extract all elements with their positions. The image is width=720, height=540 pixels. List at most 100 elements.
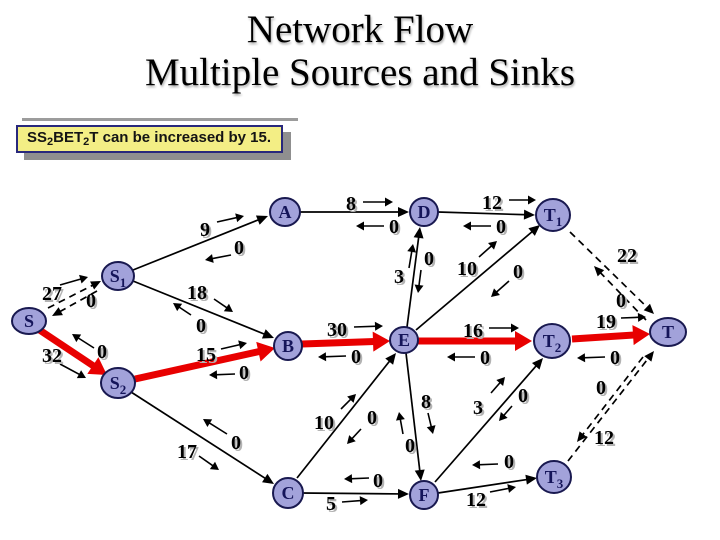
edge-E-D-direction-arrow bbox=[414, 269, 424, 293]
edge-C-F-value: 0 bbox=[373, 470, 383, 492]
node-C-circle bbox=[272, 477, 304, 509]
title-line-1: Network Flow bbox=[246, 8, 474, 51]
edge-T2-T: 19 0 bbox=[571, 311, 650, 369]
edge-F-T3: 012 bbox=[437, 451, 537, 511]
edge-S1-B-value: 0 bbox=[196, 315, 206, 337]
edge-C-F-direction-arrow bbox=[344, 474, 370, 484]
edge-S2-B-value: 0 bbox=[239, 362, 249, 384]
edge-T3-T-value: 12 bbox=[594, 427, 614, 449]
node-B-label: B bbox=[282, 336, 294, 356]
edge-S-S1: 27 0 bbox=[42, 274, 101, 316]
edge-S1-B-direction-arrow bbox=[213, 298, 233, 312]
callout-box: SS2BET2T can be increased by 15. bbox=[16, 125, 284, 153]
edge-S-S1-value: 0 bbox=[86, 290, 96, 312]
edge-C-F: 05 bbox=[300, 470, 409, 515]
node-D-circle bbox=[409, 197, 439, 227]
edge-S2-C-direction-arrow bbox=[198, 455, 219, 470]
node-T3-circle bbox=[536, 460, 572, 494]
edge-S1-A-value: 9 bbox=[200, 219, 210, 241]
edge-T3-T-value: 0 bbox=[596, 377, 606, 399]
edge-T2-T-direction-arrow bbox=[577, 353, 606, 363]
edge-F-T2-direction-arrow bbox=[490, 377, 505, 394]
edge-E-T2-direction-arrow bbox=[489, 323, 519, 333]
edge-C-E-value: 10 bbox=[314, 412, 334, 434]
edge-S2-B-value: 15 bbox=[196, 344, 216, 366]
edge-T2-T-value: 19 bbox=[596, 311, 616, 333]
edge-T1-T-value: 22 bbox=[617, 245, 637, 267]
edge-A-D: 80 bbox=[300, 193, 409, 238]
node-T3: T3 bbox=[536, 460, 572, 494]
edge-E-T1-direction-arrow bbox=[478, 241, 497, 258]
edge-S2-C: 17 0 bbox=[130, 391, 274, 484]
edge-F-T3-value: 12 bbox=[466, 489, 486, 511]
node-S-label: S bbox=[24, 311, 34, 331]
edge-E-T2-direction-arrow bbox=[447, 352, 475, 362]
edge-C-E-direction-arrow bbox=[347, 428, 362, 444]
edge-S2-B-direction-arrow bbox=[220, 340, 247, 350]
edge-A-D-direction-arrow bbox=[356, 221, 384, 231]
edge-S2-B-direction-arrow bbox=[209, 370, 236, 380]
edge-D-T1-direction-arrow bbox=[463, 221, 491, 231]
edge-F-T2: 30 bbox=[434, 358, 543, 483]
edge-S1-A-direction-arrow bbox=[205, 254, 232, 263]
node-T2-circle bbox=[533, 323, 571, 359]
edge-S2-C-value: 0 bbox=[231, 432, 241, 454]
slide-title: Network Flow Multiple Sources and Sinks bbox=[0, 8, 720, 94]
node-T3-label: T3 bbox=[545, 467, 564, 491]
node-D-label: D bbox=[418, 202, 431, 222]
edge-S-S2-direction-arrow bbox=[59, 363, 86, 379]
node-T1-circle bbox=[535, 198, 571, 232]
node-T-circle bbox=[649, 317, 687, 347]
node-S-circle bbox=[11, 307, 47, 335]
edge-T2-T-direction-arrow bbox=[620, 312, 646, 322]
node-S2-label: S2 bbox=[110, 373, 127, 397]
edge-T1-T: 220 bbox=[569, 231, 654, 321]
node-E-label: E bbox=[398, 330, 410, 350]
edge-B-E: 300 bbox=[301, 319, 390, 368]
edge-S1-B-direction-arrow bbox=[173, 303, 192, 316]
edge-S1-A-value: 0 bbox=[234, 237, 244, 259]
node-S1-circle bbox=[101, 261, 135, 291]
node-A-label: A bbox=[279, 202, 292, 222]
edge-E-T2-value: 0 bbox=[480, 347, 490, 369]
edge-E-T2: 160 bbox=[418, 320, 532, 369]
node-S: S bbox=[11, 307, 47, 335]
edge-E-D: 30 bbox=[394, 227, 434, 328]
edge-E-F-direction-arrow bbox=[426, 412, 436, 434]
node-T-label: T bbox=[662, 322, 674, 342]
edge-D-T1-value: 12 bbox=[482, 192, 502, 214]
edge-F-T3-direction-arrow bbox=[489, 484, 516, 493]
edge-D-T1-direction-arrow bbox=[509, 195, 536, 205]
edge-S-S1-value: 27 bbox=[42, 283, 62, 305]
edge-B-E-direction-arrow bbox=[353, 321, 383, 331]
edge-S2-C-value: 17 bbox=[177, 441, 197, 463]
edge-E-F-value: 0 bbox=[405, 435, 415, 457]
edge-D-T1-value: 0 bbox=[496, 216, 506, 238]
edge-B-E-value: 0 bbox=[351, 346, 361, 368]
edge-D-T1: 120 bbox=[437, 192, 536, 238]
edge-T2-T-value: 0 bbox=[610, 347, 620, 369]
node-C-label: C bbox=[282, 483, 295, 503]
edge-S2-C-direction-arrow bbox=[203, 419, 228, 435]
node-T1-label: T1 bbox=[544, 205, 563, 229]
node-E-circle bbox=[389, 326, 419, 354]
node-D: D bbox=[409, 197, 439, 227]
node-E: E bbox=[389, 326, 419, 354]
edge-E-D-direction-arrow bbox=[407, 244, 417, 269]
edge-F-T3-direction-arrow bbox=[472, 460, 499, 470]
edge-C-E-direction-arrow bbox=[340, 394, 356, 410]
edge-F-T2-direction-arrow bbox=[499, 405, 513, 421]
node-T2: T2 bbox=[533, 323, 571, 359]
node-F: F bbox=[409, 480, 439, 510]
edge-B-E-direction-arrow bbox=[318, 352, 347, 362]
edge-F-T2-value: 0 bbox=[518, 385, 528, 407]
callout-text: T can be increased by 15. bbox=[89, 129, 272, 146]
edge-S1-A: 90 bbox=[132, 213, 268, 271]
node-A: A bbox=[269, 197, 301, 227]
node-T: T bbox=[649, 317, 687, 347]
node-S1-label: S1 bbox=[110, 266, 127, 290]
